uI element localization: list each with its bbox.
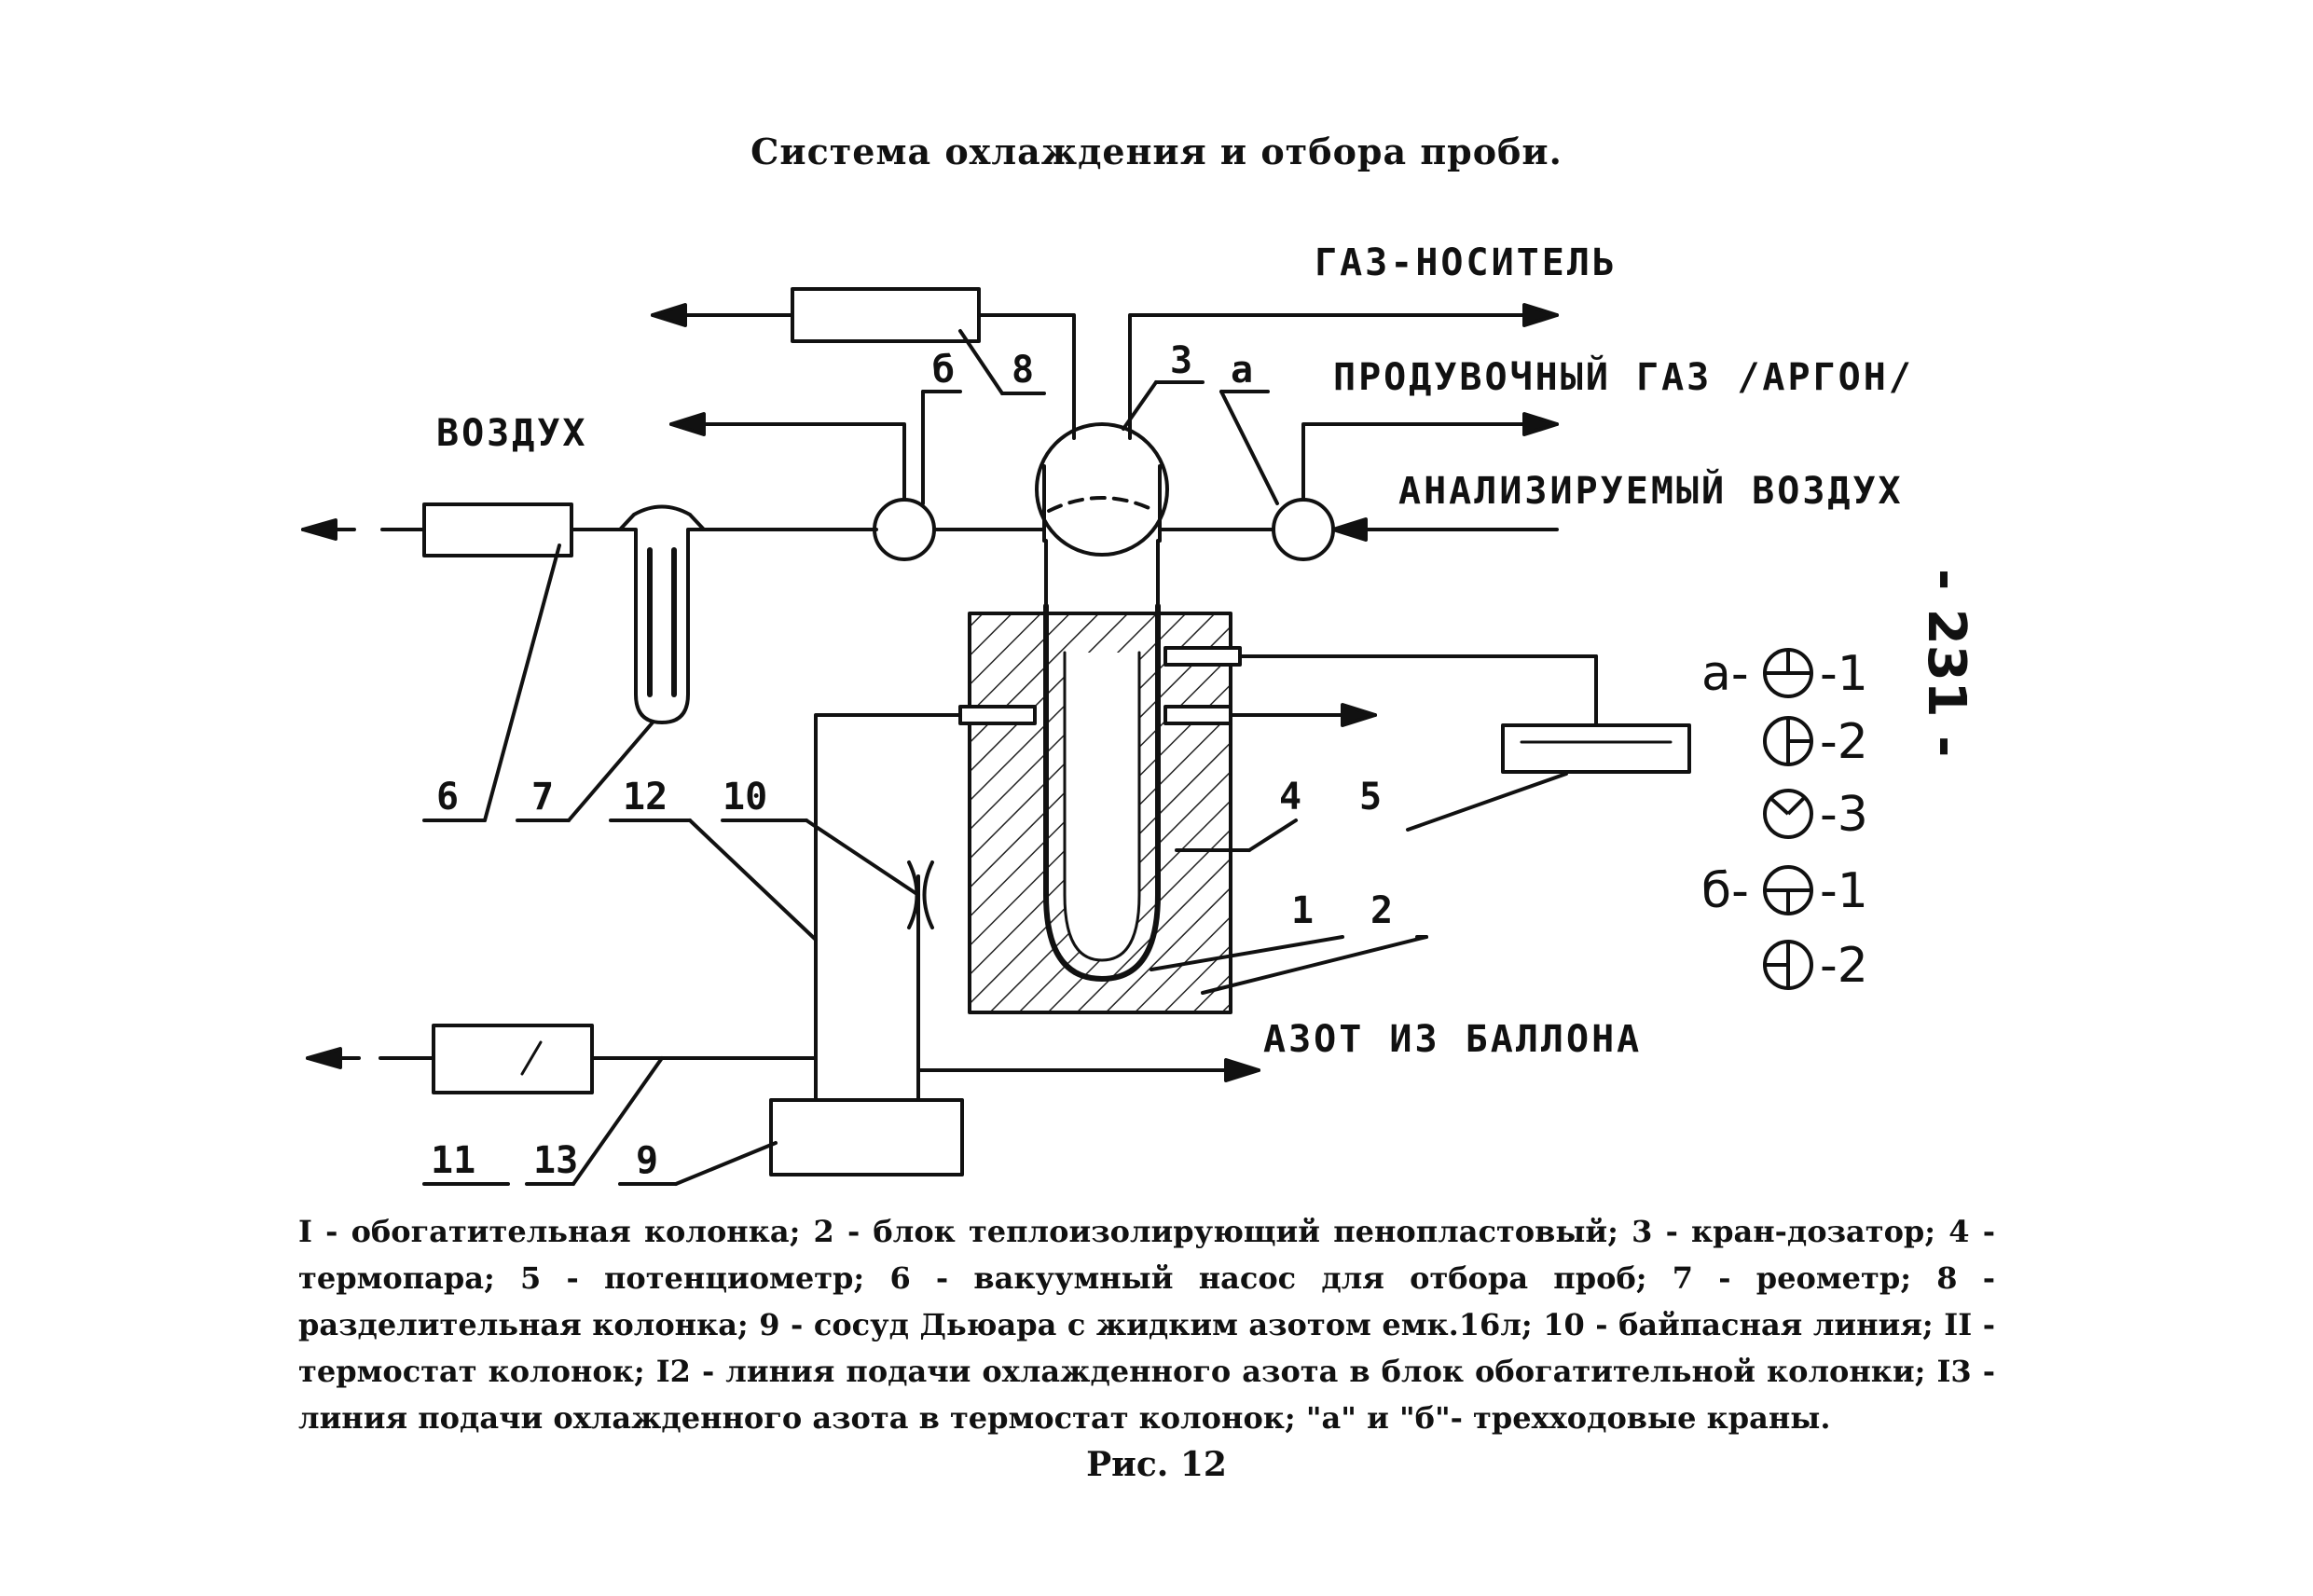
- pump-exhaust-arrow: [301, 518, 337, 541]
- separation-column-8: [791, 287, 981, 343]
- bypass-choke-10b: [922, 860, 934, 929]
- callout-5: 5: [1359, 776, 1382, 819]
- valve-b1-pos: -1: [1820, 863, 1868, 919]
- leader-12: [688, 819, 818, 942]
- callout-a: а: [1231, 349, 1253, 392]
- callout-2: 2: [1370, 889, 1393, 932]
- callout-11: 11: [431, 1139, 475, 1182]
- purge-gas-label: ПРОДУВОЧНЫЙ ГАЗ /АРГОН/: [1333, 354, 1914, 399]
- callout-7: 7: [531, 776, 554, 819]
- callout-8: 8: [1012, 349, 1034, 392]
- col8-to-doser: [977, 313, 1076, 440]
- valve-b-vent: [669, 422, 906, 502]
- dosing-valve-3: [1035, 422, 1169, 557]
- valve-a-purge-arrow: [1522, 412, 1559, 436]
- callout-13: 13: [533, 1139, 578, 1182]
- leader-3: [1122, 380, 1158, 431]
- figure-caption: I - обогатительная колонка; 2 - блок теп…: [298, 1214, 1995, 1436]
- figure-label: Рис. 12: [1086, 1445, 1227, 1484]
- carrier-gas-label: ГАЗ-НОСИТЕЛЬ: [1315, 241, 1618, 284]
- callout-12: 12: [623, 776, 668, 819]
- callout-3: 3: [1170, 339, 1192, 382]
- carrier-gas-line: [1128, 313, 1559, 440]
- vacuum-pump-6: [422, 502, 573, 557]
- callout-9: 9: [636, 1139, 658, 1182]
- thermostat-exhaust-arrow: [306, 1047, 342, 1069]
- inlet-nozzle: [958, 705, 1037, 725]
- leader-7: [567, 721, 654, 822]
- callout-4: 4: [1279, 776, 1301, 819]
- callout-6: 6: [436, 776, 459, 819]
- valve-a-prefix: а-: [1701, 646, 1749, 702]
- leader-1: [1150, 935, 1344, 971]
- analyzed-air-arrow: [1331, 517, 1368, 542]
- carrier-in-arrow: [1522, 303, 1559, 327]
- callout-10: 10: [723, 776, 767, 819]
- outlet-nozzle: [1163, 705, 1232, 725]
- valve-b-prefix: б-: [1701, 863, 1749, 919]
- callout-1: 1: [1291, 889, 1314, 932]
- valve-position-a3-icon: [1763, 789, 1813, 839]
- callout-b: б: [932, 349, 955, 392]
- analyzed-air-label: АНАЛИЗИРУЕМЫЙ ВОЗДУХ: [1398, 468, 1904, 513]
- leader-a: [1219, 390, 1279, 505]
- nitrogen-label: АЗОТ ИЗ БАЛЛОНА: [1263, 1018, 1642, 1061]
- leader-10: [805, 819, 920, 897]
- leader-13: [571, 1056, 664, 1186]
- valve-b: [873, 498, 936, 561]
- dewar-vessel-9: [769, 1098, 964, 1176]
- valve-a-purge: [1301, 422, 1559, 502]
- thermocouple-4: [1163, 646, 1242, 667]
- rheometer-7: [618, 504, 706, 724]
- potentiometer-5: [1501, 723, 1691, 774]
- air-label: ВОЗДУХ: [436, 412, 588, 455]
- enrichment-column-1: [1043, 603, 1161, 982]
- valve-b-vent-arrow: [669, 412, 706, 436]
- valve-a3-pos: -3: [1820, 787, 1868, 843]
- column-thermostat-11: [432, 1024, 594, 1094]
- nitrogen-supply-line: [916, 1068, 1260, 1102]
- leader-6: [483, 543, 561, 822]
- leader-2: [1201, 935, 1428, 995]
- page-number: - 231 -: [1916, 569, 1976, 758]
- nitrogen-supply-arrow: [1224, 1058, 1260, 1082]
- leader-8: [958, 329, 1004, 395]
- carrier-out-arrow: [651, 303, 687, 327]
- valve-a2-pos: -2: [1820, 714, 1868, 770]
- block-exhaust-arrow: [1341, 703, 1377, 727]
- valve-a: [1272, 498, 1335, 561]
- page-title: Система охлаждения и отбора проби.: [750, 131, 1563, 172]
- valve-b2-pos: -2: [1820, 938, 1868, 994]
- line-12: [814, 713, 962, 1102]
- leader-5: [1406, 772, 1568, 832]
- leader-9: [674, 1141, 778, 1186]
- valve-a1-pos: -1: [1820, 646, 1868, 702]
